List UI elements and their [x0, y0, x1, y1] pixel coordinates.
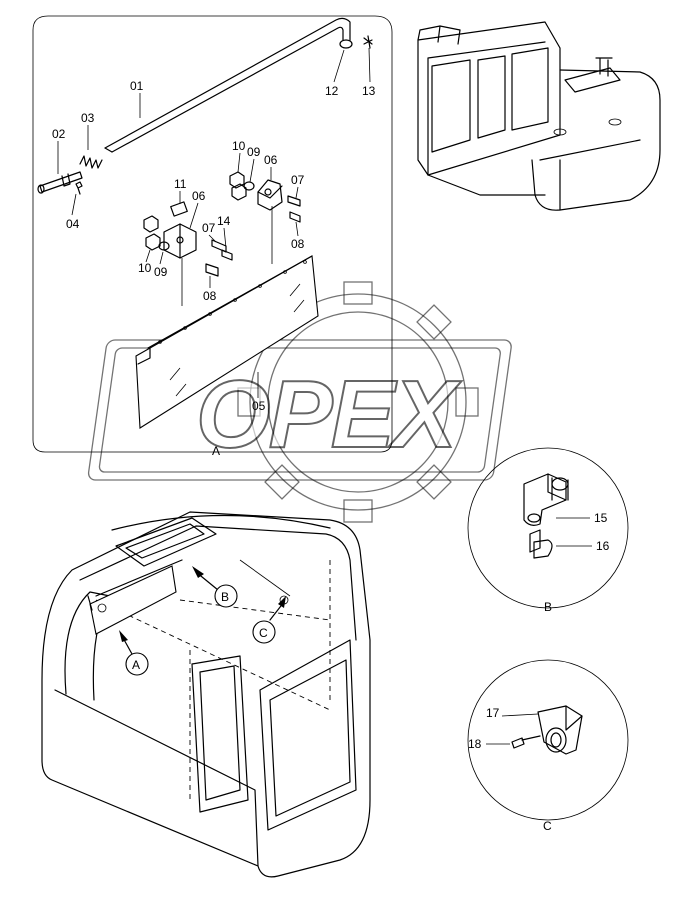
view-label-c: C [543, 819, 552, 833]
callout-03: 03 [81, 111, 95, 125]
glass-panel-mounted [89, 565, 177, 635]
excavator-cab-thumbnail [417, 21, 661, 211]
callout-18: 18 [468, 737, 482, 751]
callout-15: 15 [594, 511, 608, 525]
spring-03 [79, 155, 103, 169]
hinge-right [257, 179, 301, 223]
callout-08-left: 08 [203, 289, 217, 303]
hinge-left [163, 223, 197, 259]
detail-view-b: 15 16 B [467, 447, 629, 614]
opex-watermark: OPEX [87, 281, 512, 523]
handle-02 [37, 171, 83, 194]
cab-main-view [41, 511, 371, 878]
callout-02: 02 [52, 127, 66, 141]
pin-04 [75, 181, 83, 195]
nut-10-left-b [145, 233, 161, 251]
view-label-b: B [544, 600, 552, 614]
svg-text:A: A [132, 658, 140, 672]
bolt-14 [221, 249, 233, 261]
callout-16: 16 [596, 539, 610, 553]
callout-07-left: 07 [202, 221, 216, 235]
bracket-17 [537, 705, 583, 755]
washer-09-left [158, 241, 170, 251]
callout-06-left: 06 [192, 189, 206, 203]
view-marker-a: A [119, 630, 149, 676]
washer-12 [339, 39, 353, 49]
gear-watermark-icon [237, 281, 479, 523]
watermark-frame [87, 339, 512, 481]
callouts-view-a: 01 03 02 04 12 13 10 09 06 07 08 11 06 1… [52, 47, 376, 458]
callout-07-right: 07 [291, 173, 305, 187]
view-marker-b: B [192, 566, 238, 608]
callout-08-right: 08 [291, 237, 305, 251]
screw-18 [511, 735, 541, 749]
callout-05: 05 [252, 399, 266, 413]
bolt-16 [529, 529, 553, 559]
callout-01: 01 [130, 79, 144, 93]
spacer-11 [170, 201, 188, 217]
callout-14: 14 [217, 214, 231, 228]
clip-13 [363, 35, 373, 49]
callout-10-left: 10 [138, 261, 152, 275]
callout-09-right: 09 [247, 145, 261, 159]
exploded-view-frame [32, 15, 393, 453]
view-marker-c: C [252, 596, 286, 644]
callout-06-right: 06 [264, 153, 278, 167]
callout-13: 13 [362, 84, 376, 98]
nut-10-left-a [143, 215, 159, 233]
svg-text:C: C [259, 626, 268, 640]
callout-17: 17 [486, 706, 500, 720]
view-label-a: A [212, 444, 220, 458]
washer-b [527, 513, 541, 523]
detail-view-c: 17 18 C [467, 659, 629, 833]
bracket-15 [523, 473, 569, 526]
callout-04: 04 [66, 217, 80, 231]
glass-panel-05 [135, 255, 319, 429]
svg-text:B: B [221, 590, 229, 604]
nut-10-right-b [231, 183, 247, 201]
callout-09-left: 09 [154, 265, 168, 279]
bolt-08-left [205, 263, 219, 277]
exploded-view-a [32, 15, 393, 453]
callout-12: 12 [325, 84, 339, 98]
callout-11: 11 [174, 177, 187, 191]
callout-10-right: 10 [232, 139, 246, 153]
rod-01 [104, 17, 351, 153]
watermark-text: OPEX [196, 361, 462, 468]
